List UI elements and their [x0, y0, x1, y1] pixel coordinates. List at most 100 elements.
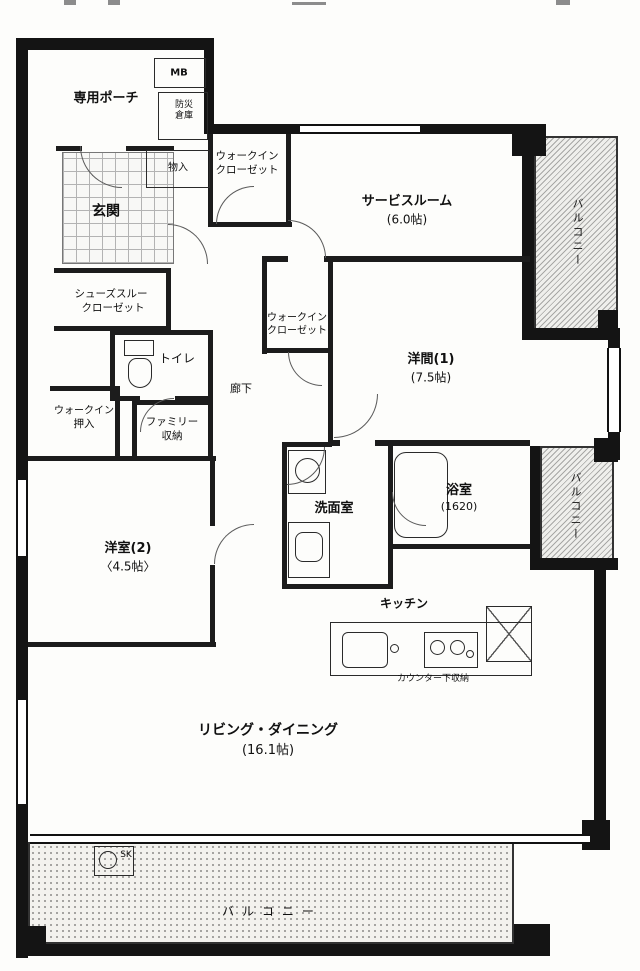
label-living-dining-1: リビング・ダイニング	[198, 722, 338, 739]
label-disaster-storage-1: 防災	[174, 100, 194, 111]
window	[607, 348, 621, 432]
partition-wall	[115, 386, 120, 460]
toilet-tank	[124, 340, 154, 356]
partition-wall	[56, 146, 82, 151]
label-shoes-closet-1: シューズスルー	[74, 288, 148, 301]
label-walkin-closet2-1: ウォークイン	[267, 312, 327, 324]
label-balcony-right-lower: バルコニー	[569, 472, 583, 542]
partition-wall	[262, 256, 288, 262]
balcony-right-lower	[540, 446, 614, 568]
wall	[204, 38, 214, 134]
label-service-room-1: サービスルーム	[361, 193, 453, 209]
partition-wall	[54, 326, 170, 331]
label-family-storage-1: ファミリー	[145, 416, 199, 429]
label-hallway: 廊下	[230, 381, 252, 395]
partition-wall	[28, 642, 216, 647]
partition-wall	[328, 440, 340, 446]
partition-wall	[175, 396, 212, 401]
balcony-right-upper	[534, 136, 618, 332]
pillar	[594, 438, 618, 462]
meter-box	[154, 58, 206, 88]
label-counter-storage: カウンター下収納	[396, 674, 470, 685]
kitchen-faucet	[390, 644, 399, 653]
label-walkin-closet1-1: ウォークイン	[215, 150, 279, 163]
label-western-room2-1: 洋室(2)	[104, 540, 152, 556]
door-arc-service-room	[288, 220, 326, 258]
window	[16, 480, 28, 556]
vanity-sink	[295, 532, 323, 562]
label-porch: 専用ポーチ	[73, 90, 139, 106]
label-storage: 物入	[168, 162, 188, 174]
storage-box	[146, 150, 210, 188]
scan-artifact	[64, 0, 76, 5]
partition-wall	[208, 134, 213, 226]
scan-artifact	[292, 2, 326, 5]
label-walkin-closet1-2: クローゼット	[215, 164, 279, 177]
partition-wall	[210, 565, 215, 645]
kitchen-stove	[424, 632, 478, 668]
partition-wall	[110, 330, 115, 400]
window	[16, 700, 28, 804]
label-western-room2-2: 〈4.5帖〉	[100, 559, 156, 574]
wall	[522, 124, 534, 338]
partition-wall	[208, 330, 213, 460]
pillar	[16, 926, 46, 956]
partition-wall	[166, 268, 171, 331]
door-arc-wic1	[216, 186, 254, 224]
partition-wall	[50, 386, 120, 391]
partition-wall	[324, 256, 530, 262]
label-mb: MB	[170, 67, 188, 79]
wall	[18, 38, 214, 50]
window	[300, 124, 420, 134]
label-walkin-oshiire-2: 押入	[73, 418, 95, 431]
washing-machine-drum	[295, 458, 320, 483]
window	[30, 834, 590, 844]
door-arc-hall	[168, 224, 208, 264]
disaster-storage-box	[158, 92, 208, 140]
label-service-room-2: (6.0帖)	[386, 212, 428, 227]
label-walkin-closet2-2: クローゼット	[267, 325, 327, 337]
partition-wall	[126, 146, 174, 151]
door-arc-western-room1	[334, 394, 378, 438]
partition-wall	[110, 330, 212, 335]
label-western-room1-2: (7.5帖)	[410, 370, 452, 385]
partition-wall	[282, 584, 393, 589]
label-kitchen: キッチン	[379, 596, 429, 611]
label-bath-1: 浴室	[445, 482, 473, 498]
scan-artifact	[108, 0, 120, 5]
stove-burner	[466, 650, 474, 658]
wall	[594, 558, 606, 850]
door-arc-western-room2	[214, 524, 254, 564]
partition-wall	[132, 400, 212, 405]
label-shoes-closet-2: クローゼット	[81, 302, 145, 315]
partition-wall	[210, 456, 215, 526]
label-disaster-storage-2: 倉庫	[174, 111, 194, 122]
label-balcony-right-upper: バルコニー	[571, 198, 585, 268]
partition-wall	[282, 444, 287, 588]
partition-wall	[282, 442, 332, 447]
label-entrance: 玄関	[92, 203, 120, 220]
label-western-room1-1: 洋間(1)	[407, 351, 455, 367]
wall	[522, 328, 620, 340]
wall	[530, 446, 540, 570]
door-arc-wic2	[288, 352, 322, 386]
partition-wall	[110, 396, 140, 401]
partition-wall	[132, 400, 137, 460]
partition-wall	[286, 134, 291, 226]
partition-wall	[388, 544, 530, 549]
partition-wall	[262, 262, 267, 354]
partition-wall	[388, 444, 393, 588]
kitchen-sink	[342, 632, 388, 668]
partition-wall	[208, 222, 292, 227]
slop-sink	[94, 846, 134, 876]
slop-sink-basin	[99, 851, 117, 869]
partition-wall	[375, 440, 530, 446]
stove-burner	[430, 640, 445, 655]
label-bath-2: (1620)	[440, 499, 478, 513]
partition-wall	[328, 262, 333, 446]
toilet-bowl	[128, 358, 152, 388]
label-living-dining-2: (16.1帖)	[241, 742, 295, 758]
stove-burner	[450, 640, 465, 655]
scan-artifact	[556, 0, 570, 5]
